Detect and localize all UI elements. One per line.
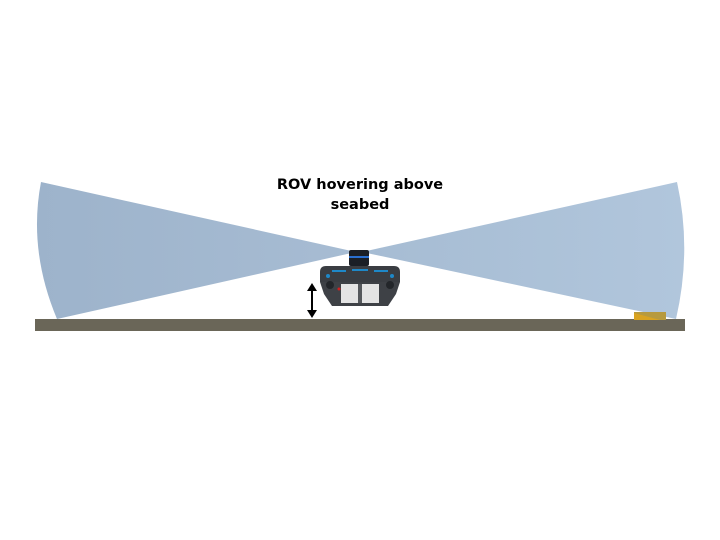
seabed <box>35 319 685 331</box>
caption-line-2: seabed <box>330 197 390 213</box>
seabed-object <box>634 312 666 320</box>
right-sonar-beam <box>362 182 685 319</box>
caption-line-1: ROV hovering above <box>276 177 444 193</box>
altitude-double-arrow <box>307 283 317 318</box>
diagram-caption: ROV hovering above seabed <box>250 175 470 215</box>
rov-vehicle <box>320 250 400 306</box>
left-sonar-beam <box>36 182 356 319</box>
